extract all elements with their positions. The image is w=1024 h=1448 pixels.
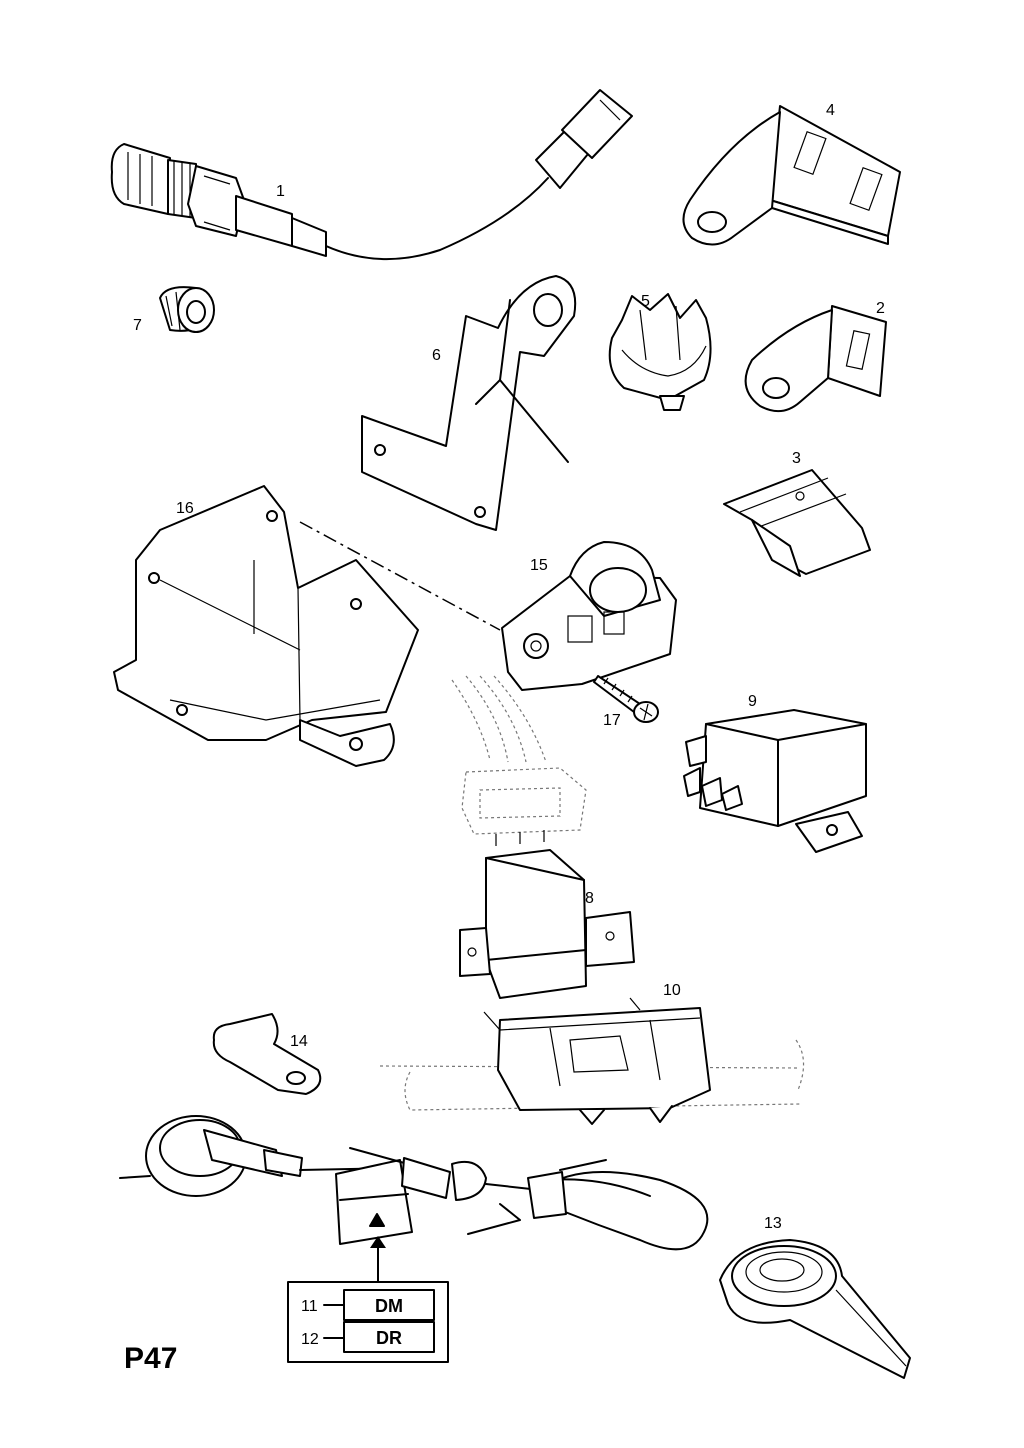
part-3-rail-clip (723, 469, 871, 577)
label-part-8: 8 (585, 890, 594, 907)
part-14-cable-clip (212, 1013, 322, 1095)
label-part-16: 16 (176, 500, 194, 517)
variant-index-12: 12 (301, 1331, 319, 1348)
label-part-15: 15 (530, 557, 548, 574)
label-part-1: 1 (276, 183, 285, 200)
label-part-6: 6 (432, 347, 441, 364)
variant-box: 11 DM 12 DR (287, 1281, 449, 1363)
variant-code-dr: DR (376, 1328, 402, 1348)
label-part-2: 2 (876, 300, 885, 317)
label-part-14: 14 (290, 1033, 308, 1050)
ghost-harness-connector (451, 675, 587, 835)
part-6-plate-bracket (361, 275, 577, 531)
label-part-4: 4 (826, 102, 835, 119)
part-10-bracket (379, 997, 805, 1125)
part-4-mounting-bracket (682, 105, 901, 246)
label-part-3: 3 (792, 450, 801, 467)
part-2-small-bracket (744, 305, 887, 413)
variant-index-11: 11 (301, 1298, 318, 1315)
part-1-oxygen-sensor (110, 89, 633, 261)
label-part-10: 10 (663, 982, 681, 999)
part-13-tape-roll (719, 1239, 911, 1379)
label-part-7: 7 (133, 317, 142, 334)
part-8-module (459, 830, 635, 999)
label-part-5: 5 (641, 293, 650, 310)
label-part-13: 13 (764, 1215, 782, 1232)
variant-code-dm: DM (375, 1296, 403, 1316)
pointer-arrow (370, 1236, 386, 1283)
part-11-12-sensor-harness (119, 1115, 709, 1251)
label-part-17: 17 (603, 712, 621, 729)
label-part-9: 9 (748, 693, 757, 710)
part-17-screw (593, 675, 659, 723)
part-16-mounting-tray (113, 485, 501, 767)
part-9-relay (683, 709, 867, 853)
part-15-control-module (501, 541, 677, 691)
part-5-clip (608, 293, 712, 411)
page-code: P47 (124, 1342, 177, 1375)
part-7-grommet (159, 286, 215, 333)
